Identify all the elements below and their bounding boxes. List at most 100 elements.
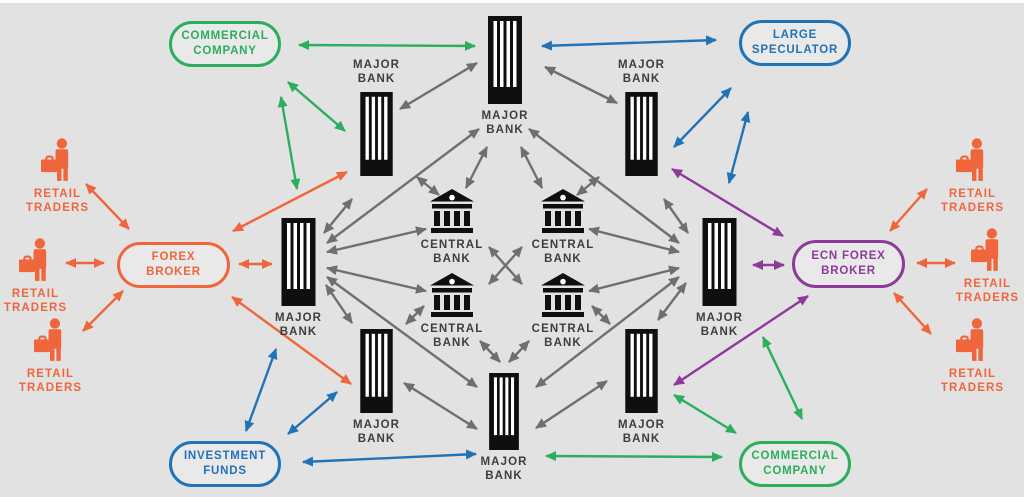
arrow-green-4 xyxy=(673,393,737,435)
large-speculator: LARGE SPECULATOR xyxy=(739,20,851,66)
retail-traders-left-2-label: RETAIL TRADERS xyxy=(3,288,68,314)
major-bank-top-left: MAJOR BANK xyxy=(353,59,399,176)
major-bank-top-right-label: MAJOR BANK xyxy=(617,59,666,85)
forex-broker: FOREX BROKER xyxy=(117,242,230,288)
major-bank-mid-right-label: MAJOR BANK xyxy=(695,312,744,338)
commercial-company-top: COMMERCIAL COMPANY xyxy=(169,21,281,67)
commercial-company-bottom: COMMERCIAL COMPANY xyxy=(739,441,851,487)
arrow-gray-45 xyxy=(519,146,544,189)
arrow-gray-41 xyxy=(576,176,600,196)
major-bank-mid-left: MAJOR BANK xyxy=(275,218,321,338)
major-bank-top-left-label: MAJOR BANK xyxy=(352,59,401,85)
arrow-gray-46 xyxy=(479,340,501,363)
central-bank-bottom-right-label: CENTRAL BANK xyxy=(531,323,595,349)
arrow-gray-39 xyxy=(588,265,680,294)
retail-traders-right-3: RETAIL TRADERS xyxy=(941,317,1003,394)
arrow-gray-38 xyxy=(588,226,680,255)
arrow-blue-7 xyxy=(673,87,732,148)
arrow-gray-42 xyxy=(405,305,425,325)
central-bank-top-right: CENTRAL BANK xyxy=(532,189,593,265)
arrow-gray-25 xyxy=(544,65,618,105)
arrow-purple-23 xyxy=(673,295,809,386)
arrow-green-0 xyxy=(298,40,476,51)
trader-icon xyxy=(33,317,68,362)
trader-icon xyxy=(955,317,990,362)
arrow-gray-36 xyxy=(326,226,427,255)
central-bank-top-left: CENTRAL BANK xyxy=(421,189,482,265)
bank-building-icon xyxy=(541,189,585,233)
retail-traders-left-1-label: RETAIL TRADERS xyxy=(25,188,90,214)
retail-traders-left-2: RETAIL TRADERS xyxy=(4,237,66,314)
major-bank-mid-right: MAJOR BANK xyxy=(696,218,742,338)
bank-building-icon xyxy=(430,189,474,233)
trader-icon xyxy=(955,137,990,182)
ecn-forex-broker: ECN FOREX BROKER xyxy=(792,240,905,288)
arrow-green-3 xyxy=(545,451,723,462)
arrow-green-1 xyxy=(287,81,346,132)
major-bank-top-center: MAJOR BANK xyxy=(481,16,527,136)
trader-icon xyxy=(970,227,1005,272)
arrow-blue-8 xyxy=(726,111,751,184)
arrow-gray-49 xyxy=(488,246,523,285)
major-bank-bottom-right: MAJOR BANK xyxy=(618,329,664,445)
skyscraper-icon xyxy=(624,329,659,413)
retail-traders-left-3-label: RETAIL TRADERS xyxy=(18,368,83,394)
arrow-gray-47 xyxy=(508,340,530,363)
skyscraper-icon xyxy=(359,92,394,176)
central-bank-top-left-label: CENTRAL BANK xyxy=(420,239,484,265)
skyscraper-icon xyxy=(487,373,521,450)
arrow-gray-27 xyxy=(663,198,689,234)
major-bank-bottom-center-label: MAJOR BANK xyxy=(480,456,528,482)
arrow-gray-33 xyxy=(528,128,680,244)
arrow-gray-30 xyxy=(403,381,478,431)
arrow-gray-31 xyxy=(535,379,608,430)
major-bank-top-right: MAJOR BANK xyxy=(618,59,664,176)
retail-traders-right-2: RETAIL TRADERS xyxy=(956,227,1018,304)
retail-traders-left-3: RETAIL TRADERS xyxy=(19,317,81,394)
arrow-green-2 xyxy=(277,96,301,190)
arrow-gray-44 xyxy=(464,146,489,189)
bank-building-icon xyxy=(430,273,474,317)
retail-traders-left-1: RETAIL TRADERS xyxy=(26,137,88,214)
arrow-gray-40 xyxy=(416,176,440,196)
arrow-gray-28 xyxy=(325,284,353,324)
skyscraper-icon xyxy=(359,329,394,413)
arrow-orange-14 xyxy=(82,290,124,332)
arrow-orange-12 xyxy=(85,183,130,230)
skyscraper-icon xyxy=(702,218,737,306)
major-bank-bottom-left-label: MAJOR BANK xyxy=(352,419,401,445)
retail-traders-right-2-label: RETAIL TRADERS xyxy=(955,278,1020,304)
arrow-gray-34 xyxy=(326,276,478,388)
arrow-orange-18 xyxy=(889,188,928,232)
trader-icon xyxy=(40,137,75,182)
arrow-gray-43 xyxy=(591,305,611,325)
trader-icon xyxy=(18,237,53,282)
arrow-blue-6 xyxy=(541,35,717,51)
bank-building-icon xyxy=(541,273,585,317)
central-bank-bottom-right: CENTRAL BANK xyxy=(532,273,593,349)
arrow-blue-10 xyxy=(287,391,338,435)
arrow-orange-20 xyxy=(893,292,932,335)
major-bank-bottom-right-label: MAJOR BANK xyxy=(617,419,666,445)
retail-traders-right-3-label: RETAIL TRADERS xyxy=(940,368,1005,394)
arrow-gray-32 xyxy=(326,128,480,244)
arrow-blue-9 xyxy=(302,449,477,467)
retail-traders-right-1: RETAIL TRADERS xyxy=(941,137,1003,214)
major-bank-mid-left-label: MAJOR BANK xyxy=(274,312,323,338)
skyscraper-icon xyxy=(488,16,522,104)
major-bank-top-center-label: MAJOR BANK xyxy=(481,110,529,136)
major-bank-bottom-center: MAJOR BANK xyxy=(480,373,526,482)
arrow-gray-37 xyxy=(326,265,427,294)
retail-traders-right-1-label: RETAIL TRADERS xyxy=(940,188,1005,214)
arrow-green-5 xyxy=(761,336,804,420)
central-bank-bottom-left: CENTRAL BANK xyxy=(421,273,482,349)
arrow-gray-35 xyxy=(535,276,680,388)
investment-funds: INVESTMENT FUNDS xyxy=(169,441,281,487)
arrow-blue-11 xyxy=(244,348,278,432)
skyscraper-icon xyxy=(624,92,659,176)
central-bank-bottom-left-label: CENTRAL BANK xyxy=(420,323,484,349)
major-bank-bottom-left: MAJOR BANK xyxy=(353,329,399,445)
top-edge-strip xyxy=(0,0,1024,3)
